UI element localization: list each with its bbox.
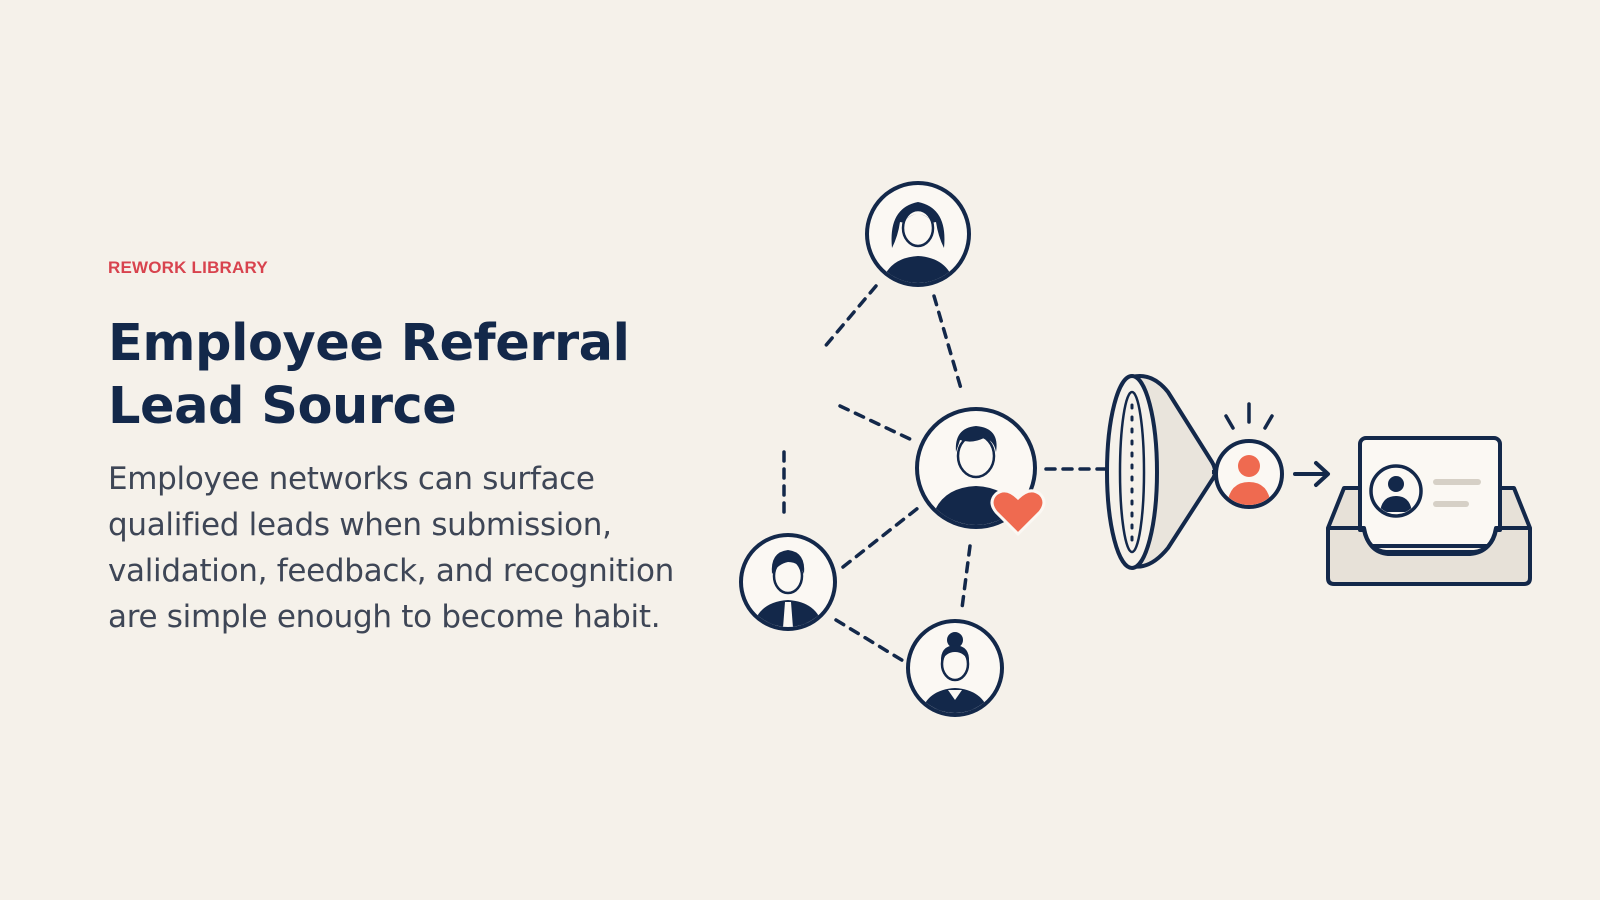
arrow-right-icon bbox=[1293, 461, 1330, 487]
network-connectors bbox=[782, 284, 1127, 664]
lead-person-icon bbox=[1214, 402, 1284, 509]
description-line-3: validation, feedback, and recognition bbox=[108, 553, 674, 589]
description-line-1: Employee networks can surface bbox=[108, 461, 595, 497]
eyebrow-label: REWORK LIBRARY bbox=[108, 258, 268, 277]
description-line-2: qualified leads when submission, bbox=[108, 507, 612, 543]
funnel-icon bbox=[1105, 374, 1218, 570]
man-avatar-icon bbox=[915, 407, 1037, 529]
woman-bun-avatar-icon bbox=[906, 619, 1004, 717]
woman-avatar-icon bbox=[865, 181, 971, 287]
heart-icon bbox=[990, 489, 1046, 537]
man-tie-avatar-icon bbox=[739, 533, 837, 631]
inbox-tray-icon bbox=[1326, 436, 1532, 586]
profile-card-icon bbox=[1369, 464, 1481, 518]
page-title: Employee Referral Lead Source bbox=[108, 312, 728, 438]
description: Employee networks can surface qualified … bbox=[108, 456, 728, 640]
text-block: REWORK LIBRARY Employee Referral Lead So… bbox=[108, 258, 728, 640]
title-line-2: Lead Source bbox=[108, 377, 457, 436]
title-line-1: Employee Referral bbox=[108, 314, 630, 373]
description-line-4: are simple enough to become habit. bbox=[108, 599, 661, 635]
referral-network-illustration bbox=[739, 181, 1532, 717]
